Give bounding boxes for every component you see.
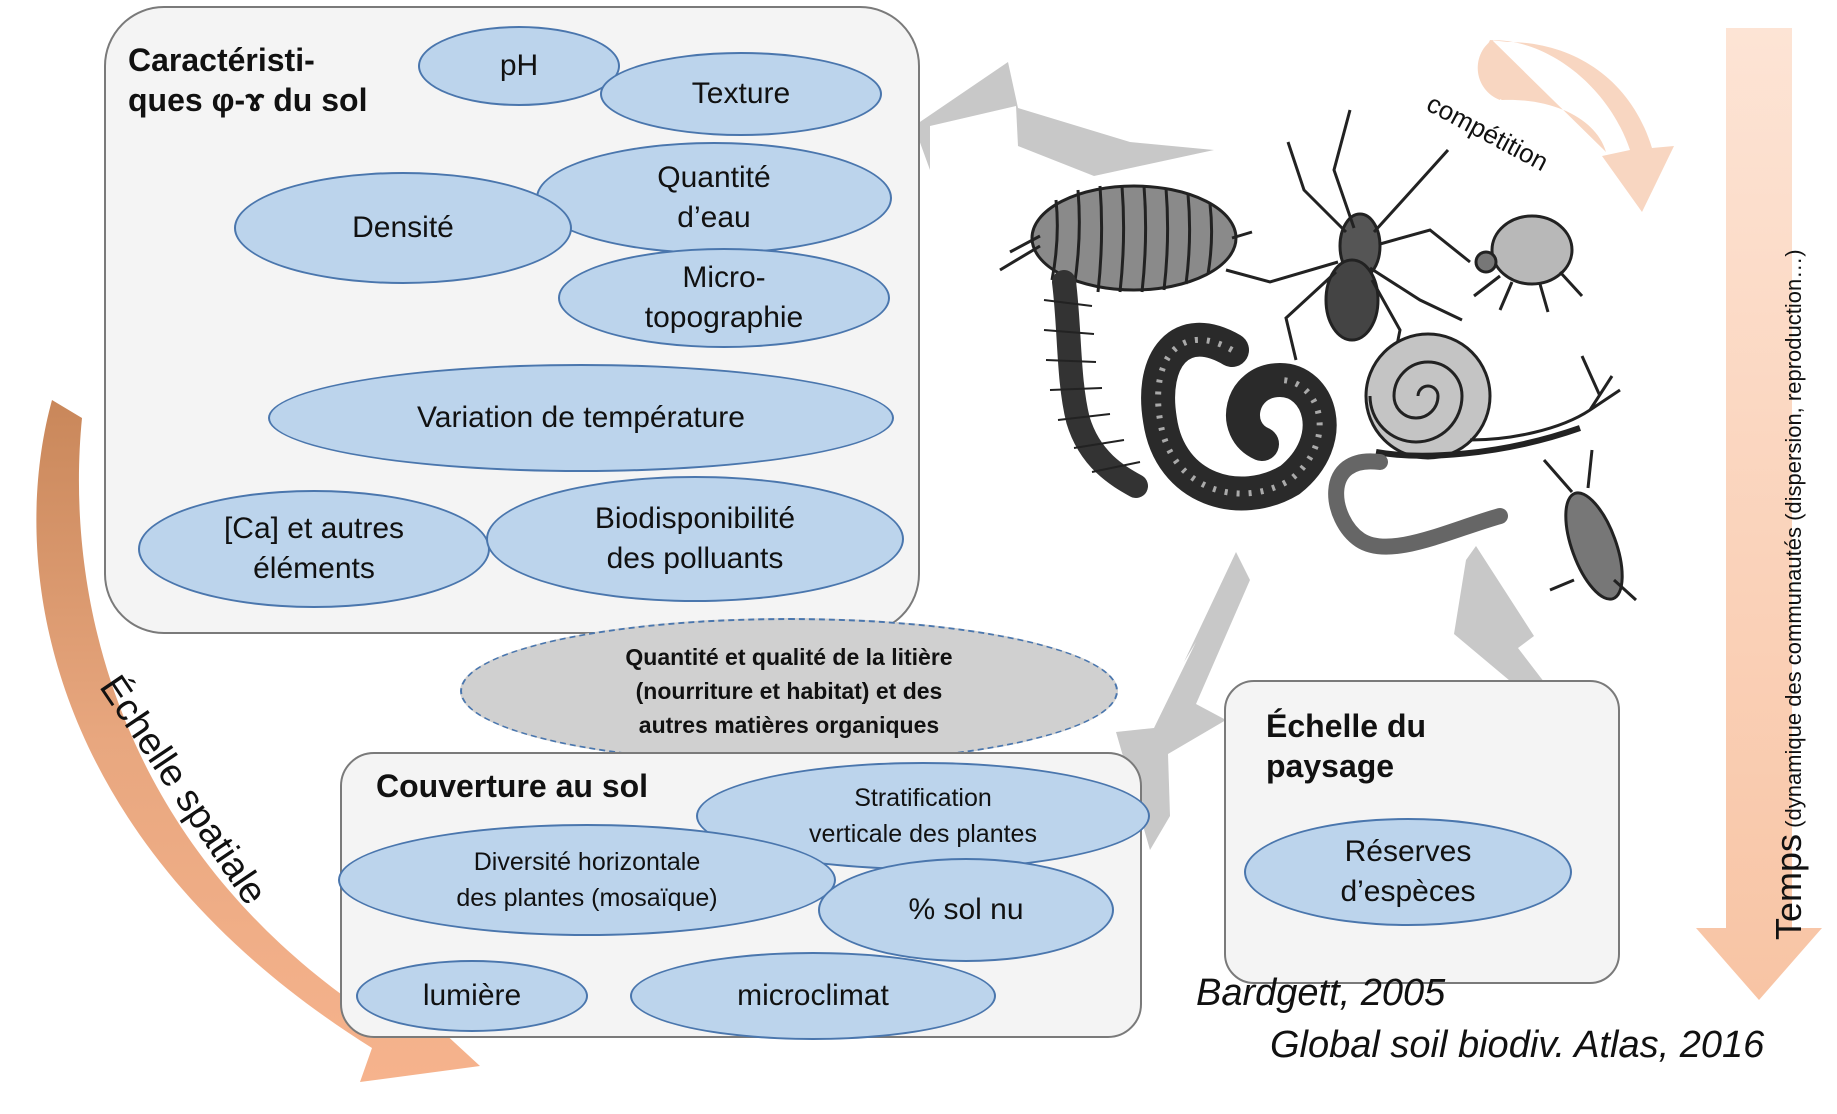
light-ellipse: lumière	[356, 960, 588, 1032]
texture-ellipse: Texture	[600, 52, 882, 136]
citation-bardgett: Bardgett, 2005	[1196, 970, 1445, 1016]
time-label: Temps (dynamique des communautés (disper…	[1768, 249, 1810, 940]
woodlouse-drawing	[1000, 186, 1252, 292]
time-label-sub: (dynamique des communautés (dispersion, …	[1781, 249, 1806, 834]
ph-ellipse: pH	[418, 26, 620, 106]
soil-panel-title: Caractéristi- ques φ-ɤ du sol	[128, 40, 367, 120]
mite-drawing	[1474, 216, 1582, 312]
ground-cover-panel-title: Couverture au sol	[376, 766, 648, 806]
citation-atlas: Global soil biodiv. Atlas, 2016	[1270, 1022, 1764, 1068]
species-reserves-ellipse: Réserves d’espèces	[1244, 818, 1572, 926]
microtopography-ellipse: Micro- topographie	[558, 248, 890, 348]
pollutant-bioavailability-ellipse: Biodisponibilité des polluants	[486, 476, 904, 602]
soil-fauna-illustration	[1000, 110, 1636, 606]
spider-drawing	[1226, 110, 1470, 370]
density-ellipse: Densité	[234, 172, 572, 284]
bare-soil-ellipse: % sol nu	[818, 858, 1114, 962]
time-label-main: Temps	[1768, 834, 1809, 940]
microclimate-ellipse: microclimat	[630, 952, 996, 1040]
lightning-bolt-top	[914, 62, 1214, 176]
litter-ellipse: Quantité et qualité de la litière (nourr…	[460, 618, 1118, 764]
millipede-drawing	[1158, 340, 1320, 494]
earthworm-drawing	[1336, 461, 1500, 546]
competition-arrow	[1484, 40, 1674, 212]
snail-drawing	[1366, 334, 1620, 458]
centipede-drawing	[1044, 282, 1140, 486]
springtail-drawing	[1544, 450, 1636, 606]
water-quantity-ellipse: Quantité d’eau	[536, 142, 892, 254]
horizontal-diversity-ellipse: Diversité horizontale des plantes (mosaï…	[338, 824, 836, 936]
calcium-elements-ellipse: [Ca] et autres éléments	[138, 490, 490, 608]
temperature-variation-ellipse: Variation de température	[268, 364, 894, 472]
landscape-panel-title: Échelle du paysage	[1266, 706, 1426, 786]
